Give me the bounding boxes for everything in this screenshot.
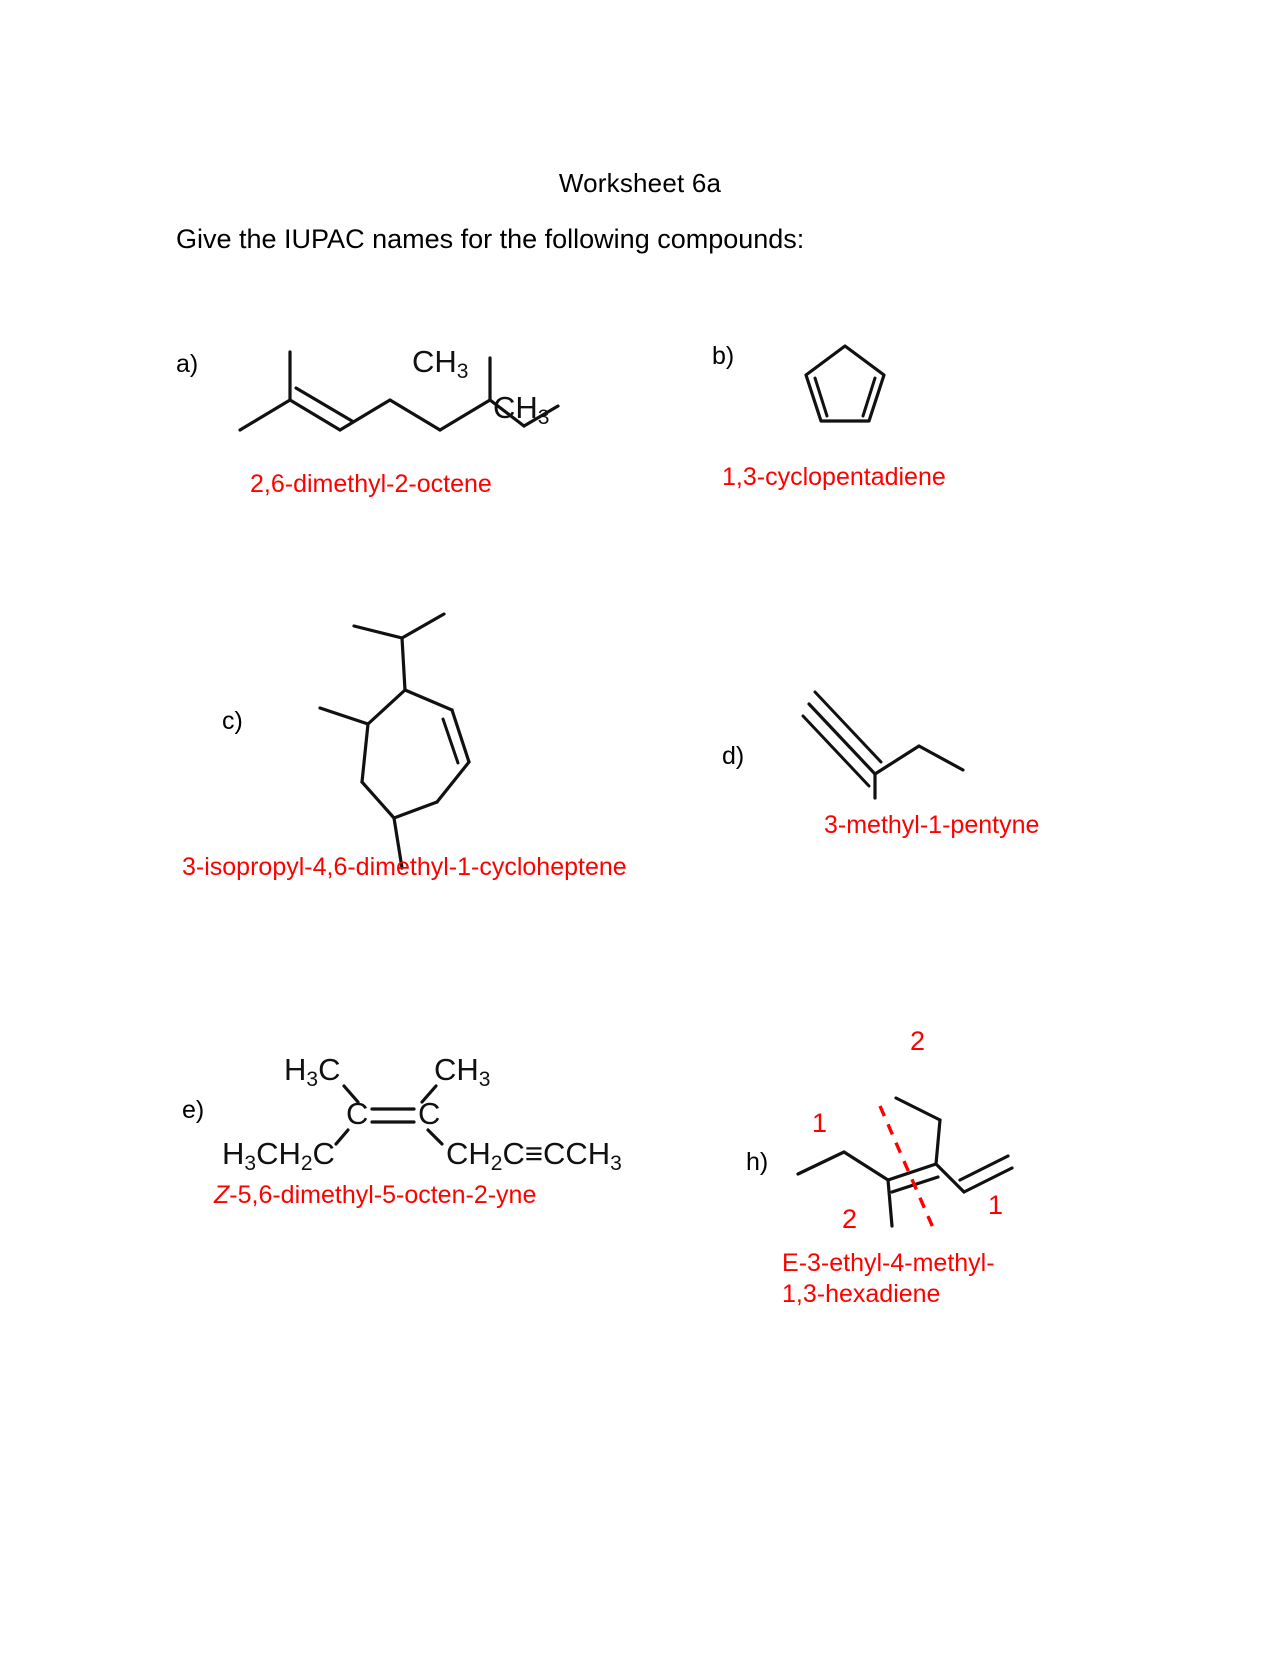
instruction-text: Give the IUPAC names for the following c…	[176, 224, 805, 254]
answer-h-name-part1: -3-ethyl-4-methyl-	[798, 1249, 995, 1277]
bond-a-double-outer	[288, 398, 342, 432]
label-e-h3c-top: H3C	[284, 1052, 340, 1091]
ch3-top-svg: CH3	[412, 344, 468, 383]
problem-letter-a: a)	[176, 350, 199, 378]
problem-letter-c: c)	[222, 707, 243, 735]
bond-h-double34-outer	[886, 1162, 938, 1182]
page-title: Worksheet 6a	[558, 168, 722, 198]
problem-letter-d: d)	[722, 742, 745, 770]
answer-h-stereo-prefix: E	[782, 1249, 799, 1277]
bond-h-ethyl-left-1	[796, 1150, 846, 1176]
priority-number-left-top: 1	[812, 1108, 827, 1138]
priority-number-right-bottom: 1	[988, 1190, 1003, 1220]
bond-e-methyl-left	[342, 1084, 360, 1104]
answer-h-line2: 1,3-hexadiene	[782, 1279, 941, 1308]
label-e-propargyl: CH2C≡CCH3	[446, 1136, 622, 1175]
bond-h-double12-outer	[962, 1166, 1014, 1194]
answer-d: 3-methyl-1-pentyne	[824, 811, 1040, 839]
structure-c-svg	[318, 612, 471, 870]
sub-c-isopropyl-stem	[400, 636, 407, 692]
structure-d-drawing	[785, 688, 965, 800]
label-a-right-main: CH	[493, 390, 538, 425]
bond-e-propargyl-right	[426, 1128, 444, 1146]
bond-e-ethyl-left	[334, 1128, 350, 1146]
bond-h-ethyl-up-2	[894, 1096, 942, 1122]
answer-h: E-3-ethyl-4-methyl- 1,3-hexadiene	[782, 1248, 995, 1309]
ring-c-bond-1-2	[403, 688, 454, 712]
structure-c-drawing	[312, 612, 512, 870]
ring-b-double-right	[861, 376, 877, 418]
answer-c: 3-isopropyl-4,6-dimethyl-1-cycloheptene	[182, 853, 627, 881]
problem-letter-b: b)	[712, 342, 735, 370]
bond-a-5	[488, 398, 526, 428]
ring-c-bond-2-3	[450, 708, 471, 764]
structure-h-drawing: 1 2 2 1	[788, 1026, 1018, 1234]
priority-number-left-bottom: 2	[842, 1204, 857, 1234]
structure-b-drawing	[800, 340, 890, 432]
bond-a-4	[438, 398, 492, 432]
bond-d-triple-center	[807, 702, 877, 776]
svg-text:CH3: CH3	[412, 344, 468, 383]
label-a-top-main: CH	[412, 344, 457, 379]
ring-b-pentagon	[804, 344, 886, 423]
svg-text:CH3: CH3	[493, 390, 549, 429]
sub-c-isopropyl-methyl-right	[400, 612, 446, 640]
bond-a-6	[522, 404, 560, 428]
ring-c-bond-5-6	[360, 780, 396, 820]
answer-a: 2,6-dimethyl-2-octene	[250, 470, 492, 498]
ring-c-bond-6-7	[360, 722, 370, 784]
ring-c-bond-7-1	[366, 688, 407, 726]
structure-b-svg	[804, 344, 886, 423]
priority-dashed-line	[878, 1105, 936, 1231]
ring-c-bond-3-4	[435, 760, 471, 804]
label-e-ch3-top: CH3	[434, 1052, 490, 1091]
bond-h-double12-inner	[958, 1154, 1010, 1182]
label-e-h3ch2c: H3CH2C	[222, 1136, 335, 1175]
label-a-right-sub: 3	[538, 406, 550, 429]
problem-letter-h: h)	[746, 1148, 769, 1176]
bond-h-ethyl-up-1	[934, 1118, 942, 1166]
problem-letter-e: e)	[182, 1096, 205, 1124]
label-e-c-right: C	[418, 1096, 440, 1131]
sub-c-methyl-bottom	[392, 816, 404, 870]
sub-c-methyl-left	[318, 706, 370, 726]
bond-a-2	[338, 398, 392, 432]
structure-e-drawing: H3C CH3 C C H3CH2C CH2C≡CCH	[222, 1036, 642, 1175]
answer-e-stereo-prefix: Z	[214, 1181, 230, 1209]
bond-e-methyl-right	[420, 1084, 438, 1104]
label-e-c-left: C	[346, 1096, 368, 1131]
ring-b-double-left	[813, 376, 829, 418]
structure-e-svg: H3C CH3 C C H3CH2C CH2C≡CCH	[222, 1052, 622, 1175]
answer-b: 1,3-cyclopentadiene	[722, 463, 946, 491]
structure-h-svg: 1 2 2 1	[796, 1026, 1014, 1234]
structure-a-svg	[238, 350, 560, 432]
bond-a-3	[388, 398, 442, 432]
bond-h-ethyl-left-2	[842, 1150, 890, 1182]
ring-c-bond-4-5	[392, 800, 439, 820]
sub-c-isopropyl-methyl-left	[352, 624, 404, 640]
bond-h-methyl-down	[886, 1178, 894, 1228]
answer-e-name: -5,6-dimethyl-5-octen-2-yne	[229, 1181, 537, 1209]
bond-a-1	[238, 398, 292, 432]
answer-e: Z-5,6-dimethyl-5-octen-2-yne	[214, 1181, 536, 1210]
bond-d-ch3	[917, 744, 965, 772]
label-a-top-sub: 3	[457, 360, 469, 383]
priority-number-right-top: 2	[910, 1026, 925, 1056]
bond-d-triple-upper	[813, 690, 883, 764]
structure-a-label-ch3-right: CH3	[493, 390, 573, 429]
ring-c-double-inner	[441, 717, 460, 765]
structure-a-label-ch3-top: CH3	[412, 344, 492, 383]
bond-d-ch2	[873, 744, 921, 776]
bond-h-bond-2-3	[934, 1162, 966, 1194]
answer-h-line1: E-3-ethyl-4-methyl-	[782, 1248, 995, 1279]
structure-a-drawing	[228, 340, 568, 450]
bond-a-double-inner	[294, 386, 354, 423]
ch3-right-svg: CH3	[493, 390, 549, 429]
bond-d-triple-lower	[801, 714, 871, 788]
structure-d-svg	[801, 690, 965, 800]
